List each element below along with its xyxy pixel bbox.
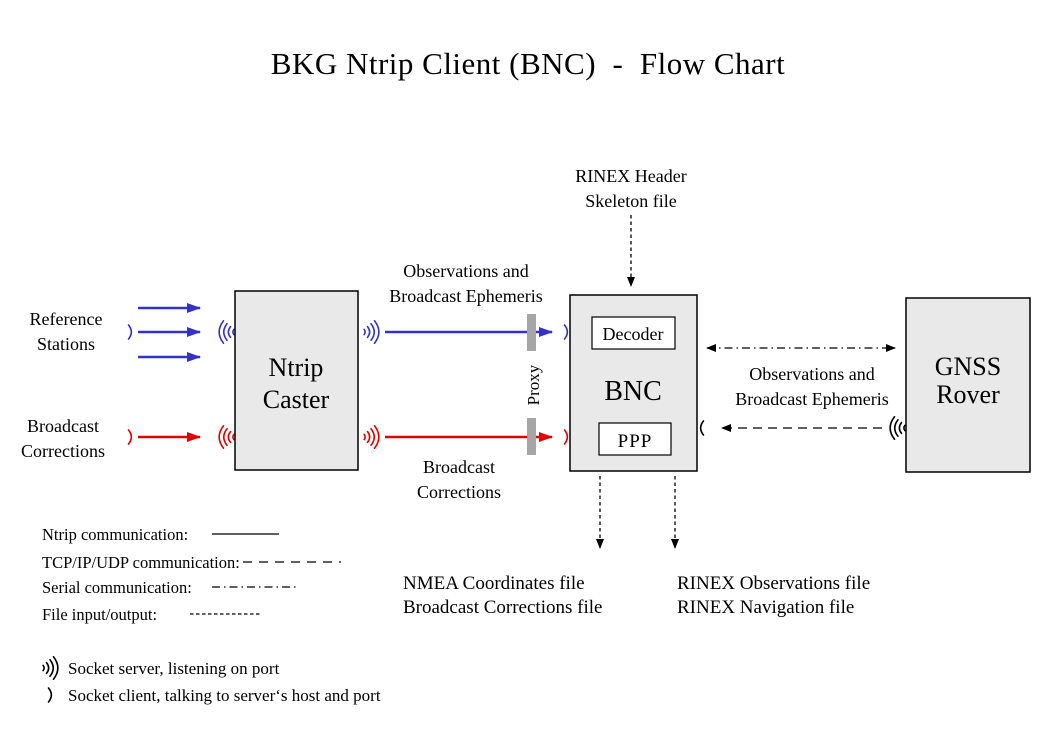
socket-server-legend-icon [42,655,59,681]
observations-right-label-line1: Observations and [749,364,874,384]
broadcast-corrections-input-label-line2: Corrections [21,441,105,461]
socket-client-icon-corrections [127,429,133,445]
decoder-label: Decoder [603,324,664,344]
page-title: BKG Ntrip Client (BNC) - Flow Chart [271,46,786,81]
output-files-left-line1: NMEA Coordinates file [403,573,585,594]
bnc-label: BNC [604,376,662,407]
legend-tcp-label: TCP/IP/UDP communication: [42,553,240,572]
socket-server-icon-rover [889,415,906,441]
legend-ntrip-label: Ntrip communication: [42,525,188,544]
output-files-right-line2: RINEX Navigation file [677,597,854,618]
ntrip-caster-label-line2: Caster [263,385,330,414]
socket-client-icon-refstations [127,324,133,340]
socket-client-icon-bnc-corr [563,429,569,445]
ntrip-caster-label-line1: Ntrip [269,353,324,382]
proxy-bar-top [527,314,536,351]
reference-stations-label-line1: Reference [30,309,103,329]
socket-client-legend-icon [47,687,53,703]
observations-top-label-line1: Observations and [403,261,528,281]
legend-serial-label: Serial communication: [42,578,192,597]
legend-socket-client-label: Socket client, talking to server‘s host … [68,686,381,705]
ppp-box [598,422,672,456]
output-files-left-line2: Broadcast Corrections file [403,597,602,618]
gnss-rover-label-line1: GNSS [935,352,1001,381]
broadcast-corrections-mid-label-line2: Corrections [417,482,501,502]
broadcast-corrections-mid-label-line1: Broadcast [423,457,495,477]
socket-server-icon-caster-corr-out [363,424,380,450]
socket-server-icon-caster-corr-in [218,424,235,450]
proxy-label: Proxy [524,364,543,405]
rinex-header-skeleton-label-line1: RINEX Header [575,166,686,186]
socket-server-icon-caster-obs-in [218,319,235,345]
reference-stations-label-line2: Stations [37,334,95,354]
output-files-right-line1: RINEX Observations file [677,573,870,594]
socket-client-icon-bnc-rover [699,420,705,436]
rinex-header-skeleton-label-line2: Skeleton file [585,191,676,211]
ppp-label: PPP [618,431,653,452]
proxy-bar-bottom [527,418,536,455]
observations-right-label-line2: Broadcast Ephemeris [735,389,888,409]
gnss-rover-box [905,297,1031,473]
observations-top-label-line2: Broadcast Ephemeris [389,286,542,306]
socket-client-icon-bnc-obs [563,324,569,340]
gnss-rover-label-line2: Rover [936,380,1000,409]
broadcast-corrections-input-label-line1: Broadcast [27,416,99,436]
legend-socket-server-label: Socket server, listening on port [68,659,280,678]
ntrip-caster-box [234,290,359,471]
legend-file-label: File input/output: [42,605,157,624]
decoder-box [591,316,676,350]
socket-server-icon-caster-obs-out [363,319,380,345]
